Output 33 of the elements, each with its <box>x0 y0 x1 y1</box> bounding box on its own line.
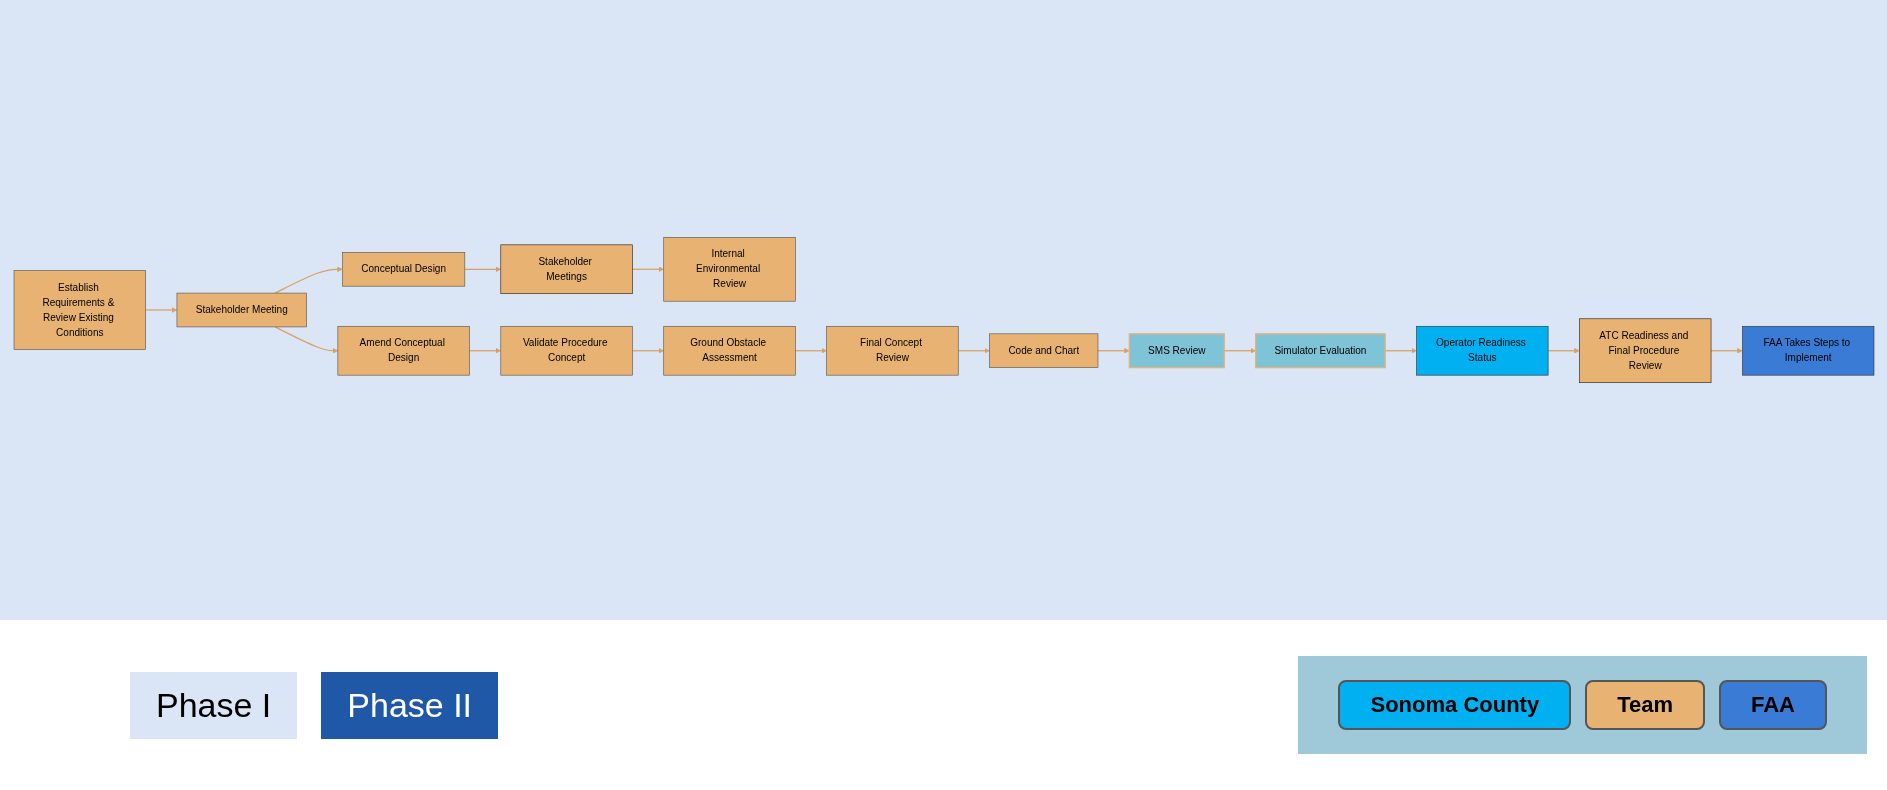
arrow <box>274 266 343 294</box>
arrow <box>1547 348 1580 354</box>
arrow <box>631 348 664 354</box>
node-box: Stakeholder Meetings <box>499 244 633 295</box>
legend-swatch: Phase II <box>321 671 499 739</box>
legend-swatch: Team <box>1585 680 1705 730</box>
node-box: Code and Chart <box>988 333 1098 368</box>
legend-swatch: FAA <box>1719 680 1827 730</box>
arrow <box>631 266 664 272</box>
node-box: Operator Readiness Status <box>1415 325 1548 376</box>
arrow <box>957 348 990 354</box>
node-box: Amend Conceptual Design <box>337 325 470 376</box>
node-box: Establish Requirements & Review Existing Conditions <box>13 270 146 350</box>
arrow <box>1709 348 1743 354</box>
arrow <box>1223 348 1256 354</box>
node-box: FAA Takes Steps to Implement <box>1741 325 1874 376</box>
node-box: Final Concept Review <box>825 325 959 376</box>
arrow <box>144 307 177 313</box>
node-box: Conceptual Design <box>341 252 465 287</box>
node-box: Internal Environmental Review <box>662 237 796 302</box>
arrow <box>1384 348 1417 354</box>
node-box: SMS Review <box>1128 333 1225 369</box>
node-box: Ground Obstacle Assessment <box>662 325 796 376</box>
node-box: Stakeholder Meeting <box>176 292 307 328</box>
legend-swatch: Phase I <box>130 671 298 739</box>
arrow <box>274 326 338 354</box>
node-box: Simulator Evaluation <box>1254 333 1386 369</box>
legend-swatch: Sonoma County <box>1338 680 1572 730</box>
arrow <box>794 348 827 354</box>
arrow <box>463 266 501 272</box>
node-box: Validate Procedure Concept <box>499 325 633 376</box>
node-box: ATC Readiness and Final Procedure Review <box>1578 318 1711 383</box>
arrow <box>468 348 501 354</box>
